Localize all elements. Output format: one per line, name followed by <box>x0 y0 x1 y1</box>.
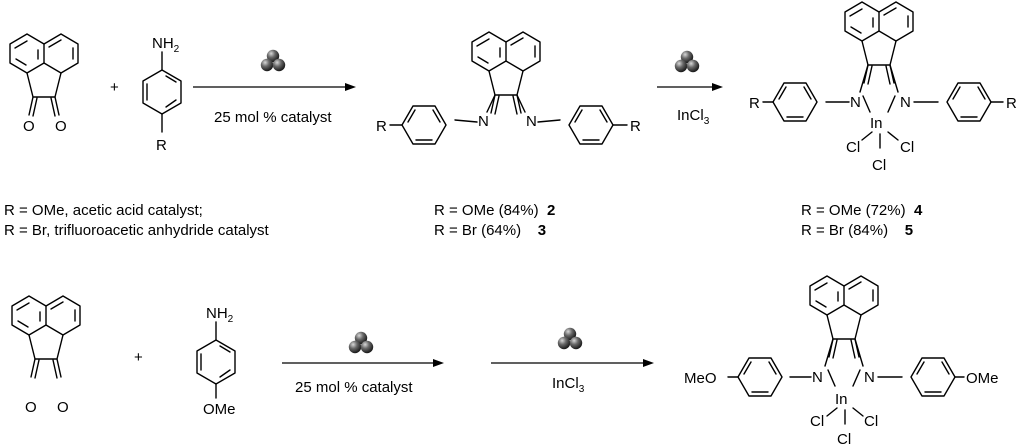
aniline-amine-label: NH2 <box>152 35 180 55</box>
complex-r-right: R <box>1006 95 1017 112</box>
complex-r-left: R <box>749 95 760 112</box>
complex-n-right: N <box>900 94 911 111</box>
complex-methoxy-left: MeO <box>684 370 717 387</box>
complex-cl-left: Cl <box>810 413 824 430</box>
scheme2-anisidine: NH2 OMe <box>196 305 236 418</box>
diimine-n-left: N <box>478 113 489 130</box>
compound-number: 4 <box>913 202 923 219</box>
scheme2-arrow2: InCl3 <box>491 327 654 395</box>
diketone-oxygen-left: O <box>25 399 37 416</box>
scheme1-plus: + <box>110 79 119 96</box>
diketone-oxygen-left: O <box>23 118 35 135</box>
legend-line: R = OMe (84%) 2 <box>434 202 556 219</box>
scheme1-aniline: NH2 R <box>142 35 182 154</box>
complex-n-left: N <box>850 94 861 111</box>
complex-cl-right: Cl <box>864 413 878 430</box>
diimine-r-left: R <box>376 118 387 135</box>
arrow1-condition: 25 mol % catalyst <box>214 109 332 126</box>
diimine-n-right: N <box>526 113 537 130</box>
arrow2-condition: InCl3 <box>677 107 710 127</box>
scheme2-complex: N N In Cl Cl Cl MeO OMe <box>684 275 999 448</box>
anisidine-methoxy-label: OMe <box>203 401 236 418</box>
reactant-legend: R = OMe, acetic acid catalyst; R = Br, t… <box>4 201 269 241</box>
diketone-oxygen-right: O <box>57 399 69 416</box>
scheme1-arrow2: InCl3 <box>657 50 723 127</box>
scheme1-diketone: O O <box>9 33 79 135</box>
aniline-r-label: R <box>156 137 167 154</box>
complex-n-right: N <box>864 369 875 386</box>
legend-line: R = Br (84%) 5 <box>801 222 914 239</box>
compound-number: 5 <box>904 222 914 239</box>
diimine-r-right: R <box>630 118 641 135</box>
complex-cl-right: Cl <box>900 139 914 156</box>
legend-line: R = Br (64%) 3 <box>434 222 547 239</box>
diketone-oxygen-right: O <box>55 118 67 135</box>
diimine-legend: R = OMe (84%) 2 R = Br (64%) 3 <box>434 201 555 241</box>
complex-methoxy-right: OMe <box>966 370 999 387</box>
catalyst-icon <box>348 331 374 354</box>
compound-number: 2 <box>546 202 556 219</box>
legend-line: R = OMe, acetic acid catalyst; <box>4 202 203 219</box>
scheme2-diketone: O O <box>11 295 81 416</box>
complex-n-left: N <box>812 369 823 386</box>
complex-cl-bottom: Cl <box>872 157 886 174</box>
scheme1-diimine: N N R R <box>376 31 641 145</box>
complex-indium: In <box>835 391 848 408</box>
legend-line: R = OMe (72%) 4 <box>801 202 923 219</box>
catalyst-icon <box>260 49 286 72</box>
complex-cl-bottom: Cl <box>837 431 851 448</box>
arrow2-condition: InCl3 <box>552 375 585 395</box>
arrow1-condition: 25 mol % catalyst <box>295 379 413 396</box>
complex-indium: In <box>870 115 883 132</box>
catalyst-icon <box>674 50 700 73</box>
complex-cl-left: Cl <box>846 139 860 156</box>
anisidine-amine-label: NH2 <box>206 305 234 325</box>
scheme2-plus: + <box>134 349 143 366</box>
scheme2-arrow1: 25 mol % catalyst <box>282 331 444 396</box>
compound-number: 3 <box>537 222 547 239</box>
scheme1-complex: N N In Cl Cl Cl R R <box>749 1 1017 174</box>
complex-legend: R = OMe (72%) 4 R = Br (84%) 5 <box>801 201 922 241</box>
scheme1-arrow1: 25 mol % catalyst <box>193 49 356 126</box>
catalyst-icon <box>557 327 583 350</box>
legend-line: R = Br, trifluoroacetic anhydride cataly… <box>4 222 269 239</box>
